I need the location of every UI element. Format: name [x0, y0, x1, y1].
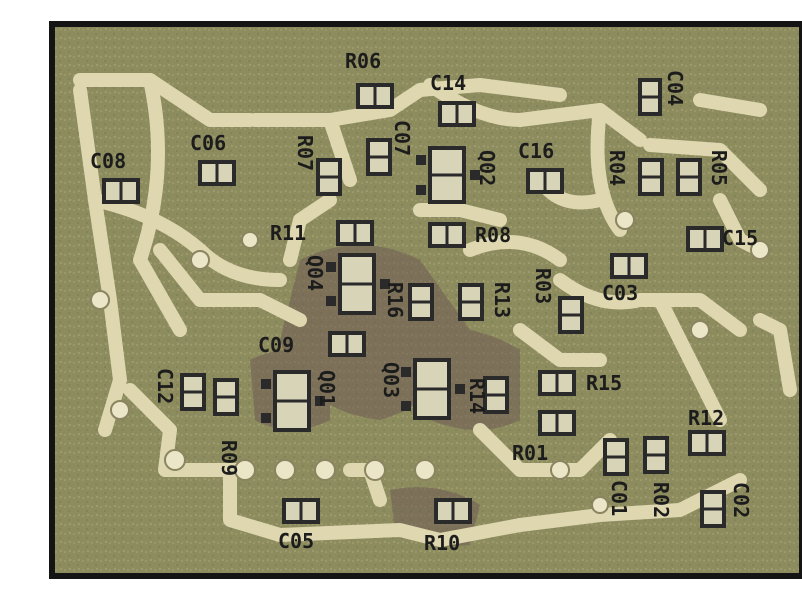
label-r16: R16 — [383, 282, 407, 318]
label-c01: C01 — [607, 480, 631, 516]
label-c02: C02 — [729, 482, 753, 518]
transistor-lead — [455, 384, 465, 394]
transistor-lead — [261, 379, 271, 389]
component-c03 — [610, 253, 648, 279]
component-r16 — [408, 283, 434, 321]
transistor-lead — [315, 396, 325, 406]
label-q02: Q02 — [475, 150, 499, 186]
component-c06 — [198, 160, 236, 186]
label-r02: R02 — [649, 482, 673, 518]
component-c14 — [438, 101, 476, 127]
transistor-lead — [326, 296, 336, 306]
component-r05 — [676, 158, 702, 196]
label-c08: C08 — [90, 149, 126, 173]
label-c15: C15 — [722, 226, 758, 250]
component-r09 — [213, 378, 239, 416]
component-r07 — [316, 158, 342, 196]
label-r13: R13 — [490, 282, 514, 318]
via-holes — [90, 210, 770, 514]
transistor-lead — [416, 155, 426, 165]
transistor-lead — [261, 413, 271, 423]
label-c07: C07 — [390, 120, 414, 156]
label-r11: R11 — [270, 221, 306, 245]
label-r15: R15 — [586, 371, 622, 395]
label-r12: R12 — [688, 406, 724, 430]
label-c04: C04 — [663, 70, 687, 106]
label-c14: C14 — [430, 71, 466, 95]
label-q01: Q01 — [315, 370, 339, 406]
component-c15 — [686, 226, 724, 252]
label-r07: R07 — [293, 135, 317, 171]
component-c04 — [638, 78, 662, 116]
component-r11 — [336, 220, 374, 246]
label-r06: R06 — [345, 49, 381, 73]
component-r08 — [428, 222, 466, 248]
board-frame — [49, 21, 802, 579]
component-r01 — [538, 410, 576, 436]
label-r01: R01 — [512, 441, 548, 465]
component-c05 — [282, 498, 320, 524]
component-r10 — [434, 498, 472, 524]
label-c03: C03 — [602, 281, 638, 305]
component-c08 — [102, 178, 140, 204]
label-c06: C06 — [190, 131, 226, 155]
label-c05: C05 — [278, 529, 314, 553]
label-r14: R14 — [465, 378, 489, 414]
copper-traces — [73, 73, 797, 547]
label-r10: R10 — [424, 531, 460, 555]
component-r15 — [538, 370, 576, 396]
component-r03 — [558, 296, 584, 334]
label-c16: C16 — [518, 139, 554, 163]
transistor-lead — [401, 367, 411, 377]
component-q04 — [326, 253, 390, 315]
transistor-lead — [416, 185, 426, 195]
label-c09: C09 — [258, 333, 294, 357]
transistor-lead — [401, 401, 411, 411]
component-r04 — [638, 158, 664, 196]
transistor-lead — [470, 170, 480, 180]
component-c16 — [526, 168, 564, 194]
component-r14 — [483, 376, 509, 414]
component-footprints — [102, 78, 726, 528]
label-q03: Q03 — [379, 362, 403, 398]
component-q02 — [416, 146, 480, 204]
component-c12 — [180, 373, 206, 411]
label-r09: R09 — [217, 440, 241, 476]
transistor-lead — [326, 262, 336, 272]
label-r03: R03 — [531, 268, 555, 304]
label-r04: R04 — [605, 150, 629, 186]
component-c01 — [603, 438, 629, 476]
label-r05: R05 — [707, 150, 731, 186]
label-r08: R08 — [475, 223, 511, 247]
component-c09 — [328, 331, 366, 357]
transistor-lead — [380, 279, 390, 289]
component-r06 — [356, 83, 394, 109]
component-r12 — [688, 430, 726, 456]
component-c07 — [366, 138, 392, 176]
component-r02 — [643, 436, 669, 474]
component-c02 — [700, 490, 726, 528]
label-q04: Q04 — [303, 255, 327, 291]
component-q01 — [261, 370, 325, 432]
component-r13 — [458, 283, 484, 321]
component-q03 — [401, 358, 465, 420]
label-c12: C12 — [153, 368, 177, 404]
